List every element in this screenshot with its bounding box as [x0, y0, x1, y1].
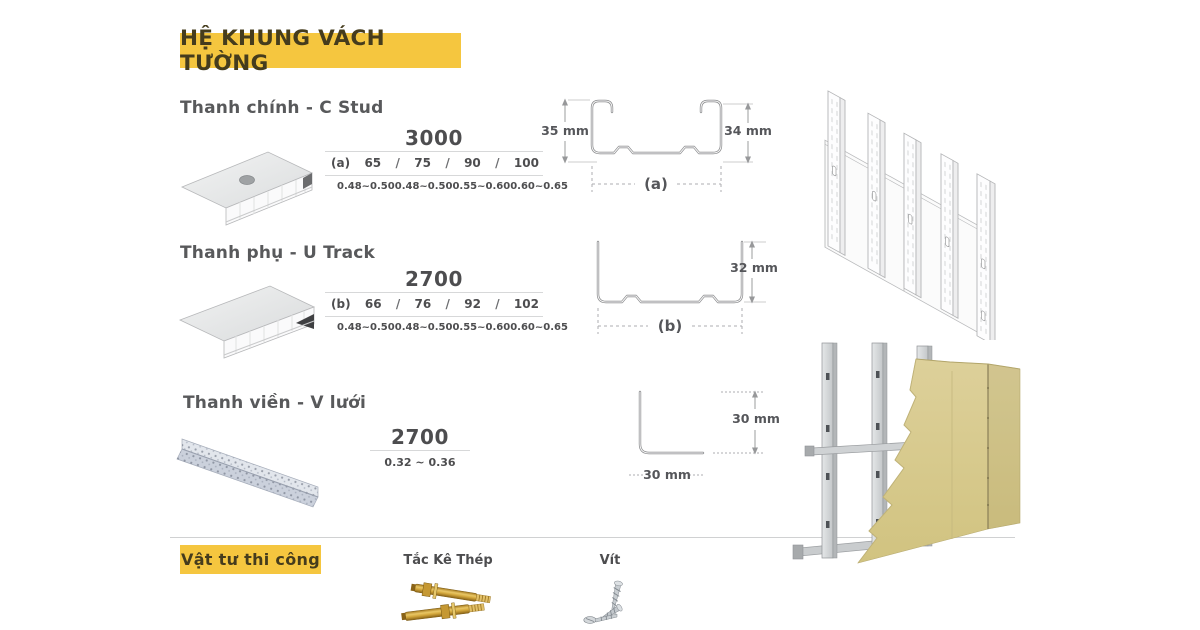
- separator: /: [495, 156, 500, 170]
- u-track-photo: [178, 285, 316, 359]
- screw-label: Vít: [599, 553, 621, 568]
- thickness-value: 0.55~0.60: [452, 181, 511, 192]
- c-stud-heading: Thanh chính - C Stud: [180, 98, 384, 118]
- thickness-value: 0.48~0.50: [394, 181, 453, 192]
- c-stud-photo: [181, 151, 313, 226]
- materials-banner: Vật tư thi công: [180, 545, 321, 574]
- spec-divider: [325, 151, 543, 152]
- c-stud-length: 3000: [404, 126, 464, 150]
- u-track-heading: Thanh phụ - U Track: [180, 243, 376, 263]
- v-angle-section-diagram: 30 mm 30 mm: [629, 390, 780, 482]
- materials-heading: Vật tư thi công: [181, 550, 320, 569]
- size-value: 66: [364, 297, 382, 311]
- dim-label-right: 34 mm: [724, 123, 772, 138]
- v-bead-spec-table: 2700 0.32 ~ 0.36: [370, 426, 470, 469]
- size-value: 65: [364, 156, 382, 170]
- c-stud-section-diagram: 35 mm 34 mm (a): [541, 98, 772, 193]
- spec-divider: [325, 316, 543, 317]
- section-caption-b: (b): [658, 317, 682, 335]
- row-prefix: (a): [331, 156, 351, 170]
- u-track-thickness-row: 0.48~0.50 0.48~0.50 0.55~0.60 0.60~0.65: [325, 319, 568, 333]
- separator: /: [445, 156, 450, 170]
- c-stud-hole: [239, 175, 255, 185]
- anchor-bolt-front: [401, 602, 485, 621]
- v-mesh-photo: [176, 438, 319, 508]
- u-profile-outline: [596, 240, 744, 304]
- board-right-panel: [988, 364, 1020, 529]
- thickness-value: 0.48~0.50: [394, 322, 453, 333]
- size-value: 90: [464, 156, 481, 170]
- wireframe-studs: [827, 90, 996, 340]
- spec-divider: [325, 175, 543, 176]
- separator: /: [445, 297, 450, 311]
- size-value: 92: [464, 297, 481, 311]
- thickness-value: 0.60~0.65: [510, 181, 568, 192]
- screws-image: [583, 580, 623, 624]
- thickness-value: 0.55~0.60: [452, 322, 511, 333]
- screw-lying: [583, 613, 618, 624]
- u-track-section-diagram: 32 mm (b): [596, 240, 778, 335]
- c-profile-outline: [590, 99, 723, 155]
- dim-label-left: 35 mm: [541, 123, 589, 138]
- v-mesh-ridge: [181, 448, 319, 498]
- u-track-end-opening: [296, 314, 314, 329]
- c-stud-sizes-row: (a) 65 / 75 / 90 / 100: [325, 154, 543, 173]
- section-caption-a: (a): [644, 175, 668, 193]
- dim-label-right: 32 mm: [730, 260, 778, 275]
- thickness-value: 0.48~0.50: [337, 322, 395, 333]
- frame-wireframe-illustration: [824, 90, 996, 340]
- spec-divider: [370, 450, 470, 451]
- row-prefix: (b): [331, 297, 351, 311]
- c-stud-front-face: [225, 172, 313, 226]
- thickness-value: 0.60~0.65: [510, 322, 568, 333]
- anchor-label: Tắc Kê Thép: [403, 553, 493, 568]
- page-title: HỆ KHUNG VÁCH TƯỜNG: [180, 25, 385, 76]
- dim-label-right: 30 mm: [732, 411, 780, 426]
- size-value: 102: [513, 297, 539, 311]
- anchor-bolt-rear: [410, 582, 491, 604]
- gypsum-board: [857, 358, 1021, 564]
- spec-divider: [325, 292, 543, 293]
- page-title-banner: HỆ KHUNG VÁCH TƯỜNG: [180, 26, 461, 76]
- anchor-bolts-image: [401, 582, 491, 621]
- u-track-length: 2700: [404, 267, 464, 291]
- size-value: 75: [414, 156, 431, 170]
- v-bead-thickness: 0.32 ~ 0.36: [384, 456, 456, 469]
- size-value: 76: [414, 297, 432, 311]
- c-stud-thickness-row: 0.48~0.50 0.48~0.50 0.55~0.60 0.60~0.65: [325, 178, 568, 192]
- u-track-sizes-row: (b) 66 / 76 / 92 / 102: [325, 295, 543, 314]
- wall-assembly-illustration: [792, 342, 1021, 564]
- c-stud-spec-table: 3000 (a) 65 / 75 / 90 / 100 0.48~0.50 0.…: [325, 126, 568, 192]
- separator: /: [495, 297, 500, 311]
- separator: /: [395, 297, 401, 311]
- separator: /: [395, 156, 400, 170]
- thickness-value: 0.48~0.50: [337, 181, 395, 192]
- section-divider-line: [170, 537, 1015, 538]
- v-bead-heading: Thanh viền - V lưới: [183, 393, 367, 413]
- v-profile-outline: [638, 390, 705, 455]
- u-track-spec-table: 2700 (b) 66 / 76 / 92 / 102 0.48~0.50 0.…: [325, 267, 568, 333]
- c-stud-end-opening: [303, 173, 312, 189]
- dim-label-bottom: 30 mm: [643, 467, 691, 482]
- size-value: 100: [513, 156, 539, 170]
- v-bead-length: 2700: [390, 425, 450, 449]
